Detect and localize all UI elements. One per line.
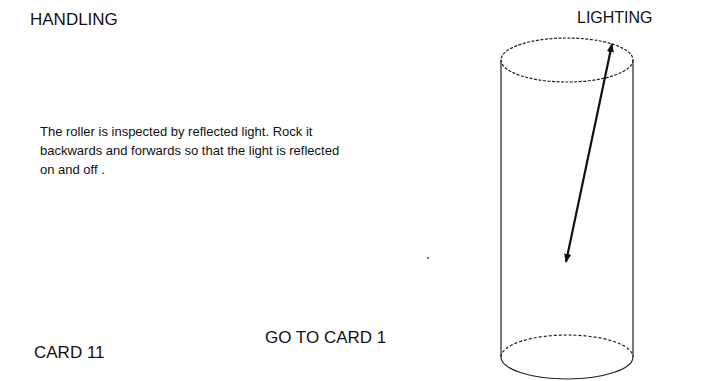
section-heading: HANDLING xyxy=(30,10,118,30)
roller-side xyxy=(500,60,501,357)
rocking-arrow xyxy=(566,44,612,262)
roller-top xyxy=(501,38,633,82)
section-heading: LIGHTING xyxy=(577,8,653,27)
navigation-text: GO TO CARD 1 xyxy=(265,328,386,348)
speck xyxy=(427,257,429,259)
roller-bottom-front xyxy=(501,357,633,379)
roller-bottom-back xyxy=(501,335,633,357)
roller-side xyxy=(632,60,633,357)
card-number: CARD 11 xyxy=(34,343,105,363)
instruction-text: The roller is inspected by reflected lig… xyxy=(40,122,340,179)
